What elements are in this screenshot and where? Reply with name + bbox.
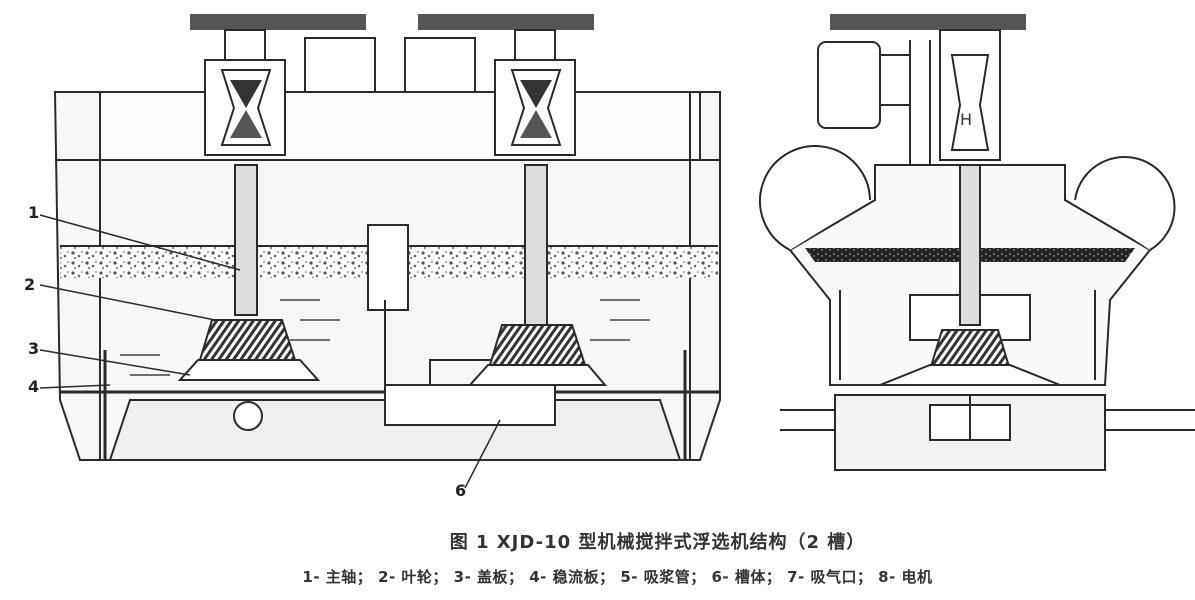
drain-port [233,401,263,431]
pulp-lines [120,299,650,376]
svg-text:H: H [960,110,972,129]
motor-right [404,37,476,93]
label-2: 2 [24,275,35,294]
bearing-housing-right [494,29,576,156]
leader-lines [39,214,501,489]
figure-legend: 1- 主轴； 2- 叶轮； 3- 盖板； 4- 稳流板； 5- 吸浆管； 6- … [302,568,933,586]
front-elevation-view [39,14,721,489]
label-3: 3 [28,339,39,358]
impeller-right [467,324,608,386]
side-motor [817,41,881,129]
foam-launder-right [1074,156,1176,251]
top-beam [99,91,701,161]
side-shaft [959,164,981,326]
main-shaft-right [524,164,548,331]
label-4: 4 [28,377,39,396]
side-drive-bar [830,14,1026,30]
drive-bar-left [190,14,366,30]
label-1: 1 [28,203,39,222]
connector-box [384,384,556,426]
side-bearing-housing: H [939,29,1001,161]
label-6: 6 [455,481,466,500]
motor-left [304,37,376,93]
impeller-left [177,319,321,381]
figure-title: 图 1 XJD-10 型机械搅拌式浮选机结构（2 槽） [449,532,866,553]
foam-launder-left [759,145,871,251]
suction-pipe [367,224,409,311]
drive-bar-right [418,14,594,30]
bearing-housing-left [204,29,286,156]
main-shaft-left [234,164,258,316]
side-section-view: H [759,14,1195,471]
